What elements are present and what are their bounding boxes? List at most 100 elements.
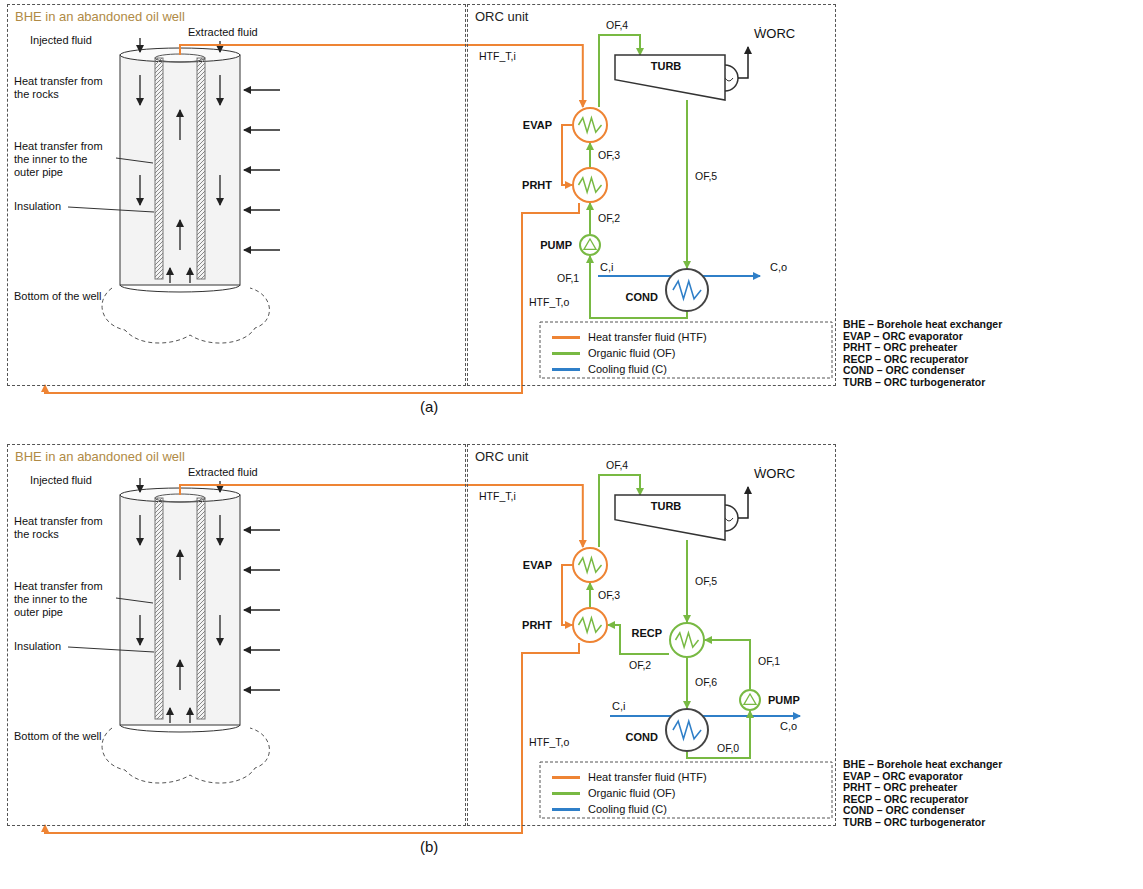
htf-line: [180, 45, 465, 55]
state-point-label: OF,2: [597, 212, 621, 224]
condenser: COND: [665, 268, 709, 312]
htf-line: [562, 565, 572, 625]
pipe-bottom: [120, 285, 240, 292]
state-point-label: HTF_T,i: [478, 490, 517, 502]
component-label: TURB: [615, 60, 725, 72]
legend-box: [540, 762, 832, 818]
legend-text: Organic fluid (OF): [588, 346, 675, 360]
coil-zigzag: [673, 281, 701, 299]
of-line: [686, 100, 688, 268]
component-label: PUMP: [540, 239, 572, 251]
panel-frame: ORC unitEVAP PRHT RECP PUMP TURB COND: [468, 445, 835, 825]
inner-pipe-top: [155, 54, 205, 62]
pump-symbol: PUMP: [739, 689, 761, 711]
line-shape: [244, 169, 280, 170]
state-point-label: OF,4: [605, 459, 629, 471]
illustration-label: Heat transfer from the inner to the oute…: [14, 580, 114, 620]
panel-frame: BHE in an abandoned oil well: [8, 5, 465, 385]
of-line: [589, 583, 591, 607]
heat-exchanger-circle: [573, 108, 607, 142]
turbine: TURB: [615, 55, 725, 100]
legend-swatch: [552, 352, 580, 355]
state-point-label: OF,2: [628, 659, 652, 671]
abbreviation: EVAP – ORC evaporator: [843, 770, 963, 783]
state-point-label: OF,4: [605, 19, 629, 31]
power-label: ẆORC: [754, 466, 795, 482]
abbreviation: COND – ORC condenser: [843, 804, 965, 817]
pump-triangle: [744, 694, 756, 704]
legend-row: Cooling fluid (C): [552, 802, 667, 816]
legend-swatch: [552, 336, 580, 339]
legend-row: Cooling fluid (C): [552, 362, 667, 376]
state-point-label: OF,3: [597, 149, 621, 161]
state-point-label: HTF_T,o: [528, 736, 570, 748]
pump-symbol-circle: [740, 690, 760, 710]
line-shape: [179, 110, 180, 140]
flow-arrows: [140, 38, 280, 283]
abbreviation: RECP – ORC recuperator: [843, 353, 968, 366]
leader-line: [116, 158, 153, 163]
line-shape: [219, 175, 220, 205]
abbreviation: COND – ORC condenser: [843, 364, 965, 377]
panel-title: ORC unit: [475, 9, 528, 24]
stream-label: C,i: [600, 261, 613, 274]
legend-box: [540, 322, 832, 378]
well-illustration: [68, 478, 465, 783]
coil-zigzag: [578, 618, 601, 632]
htf-line: [465, 485, 583, 547]
pump-symbol: PUMP: [579, 234, 601, 256]
line-shape: [189, 268, 190, 283]
illustration-label: Injected fluid: [30, 474, 92, 487]
line-shape: [244, 249, 280, 250]
heat-exchanger: PRHT: [572, 607, 608, 643]
legend-text: Cooling fluid (C): [588, 362, 667, 376]
illustration-label: Insulation: [14, 640, 61, 653]
component-label: EVAP: [523, 559, 552, 571]
legend-text: Heat transfer fluid (HTF): [588, 330, 707, 344]
htf-line: [45, 643, 579, 833]
legend-row: Heat transfer fluid (HTF): [552, 330, 707, 344]
of-line: [686, 658, 688, 708]
turbine-outline: [615, 495, 725, 540]
state-point-label: OF,0: [716, 742, 740, 754]
legend-text: Heat transfer fluid (HTF): [588, 770, 707, 784]
abbreviation: RECP – ORC recuperator: [843, 793, 968, 806]
legend-swatch: [552, 368, 580, 371]
legend-row: Heat transfer fluid (HTF): [552, 770, 707, 784]
component-label: TURB: [615, 500, 725, 512]
stream-label: C,i: [612, 700, 625, 713]
heat-exchanger-outline: [572, 607, 608, 643]
line-shape: [244, 89, 280, 90]
legend-text: Cooling fluid (C): [588, 802, 667, 816]
legend-swatch: [552, 792, 580, 795]
state-point-label: OF,1: [556, 272, 580, 284]
recuperator: RECP: [669, 622, 705, 658]
condenser-circle: [666, 709, 708, 751]
illustration-label: Heat transfer from the rocks: [14, 515, 114, 541]
component-label: COND: [626, 731, 658, 743]
heat-exchanger-circle: [573, 608, 607, 642]
pump-symbol-outline: [579, 234, 601, 256]
abbreviation: TURB – ORC turbogenerator: [843, 816, 985, 829]
panel-title: ORC unit: [475, 449, 528, 464]
stream-label: C,o: [780, 720, 797, 733]
legend-swatch: [552, 808, 580, 811]
heat-exchanger-circle: [573, 548, 607, 582]
htf-line: [562, 125, 572, 185]
outer-pipe: [120, 55, 240, 285]
turbine-outline: [615, 55, 725, 100]
heat-exchanger-circle: [573, 168, 607, 202]
component-label: PUMP: [768, 694, 800, 706]
panel-letter: (a): [420, 398, 438, 416]
line-shape: [139, 38, 140, 52]
of-line: [686, 540, 688, 622]
heat-exchanger: EVAP: [572, 107, 608, 143]
component-label: PRHT: [522, 619, 552, 631]
coil-zigzag: [675, 633, 698, 647]
state-point-label: OF,3: [597, 589, 621, 601]
component-label: EVAP: [523, 119, 552, 131]
panel-letter: (b): [420, 838, 438, 856]
legend-row: Organic fluid (OF): [552, 346, 675, 360]
line-shape: [219, 75, 220, 105]
